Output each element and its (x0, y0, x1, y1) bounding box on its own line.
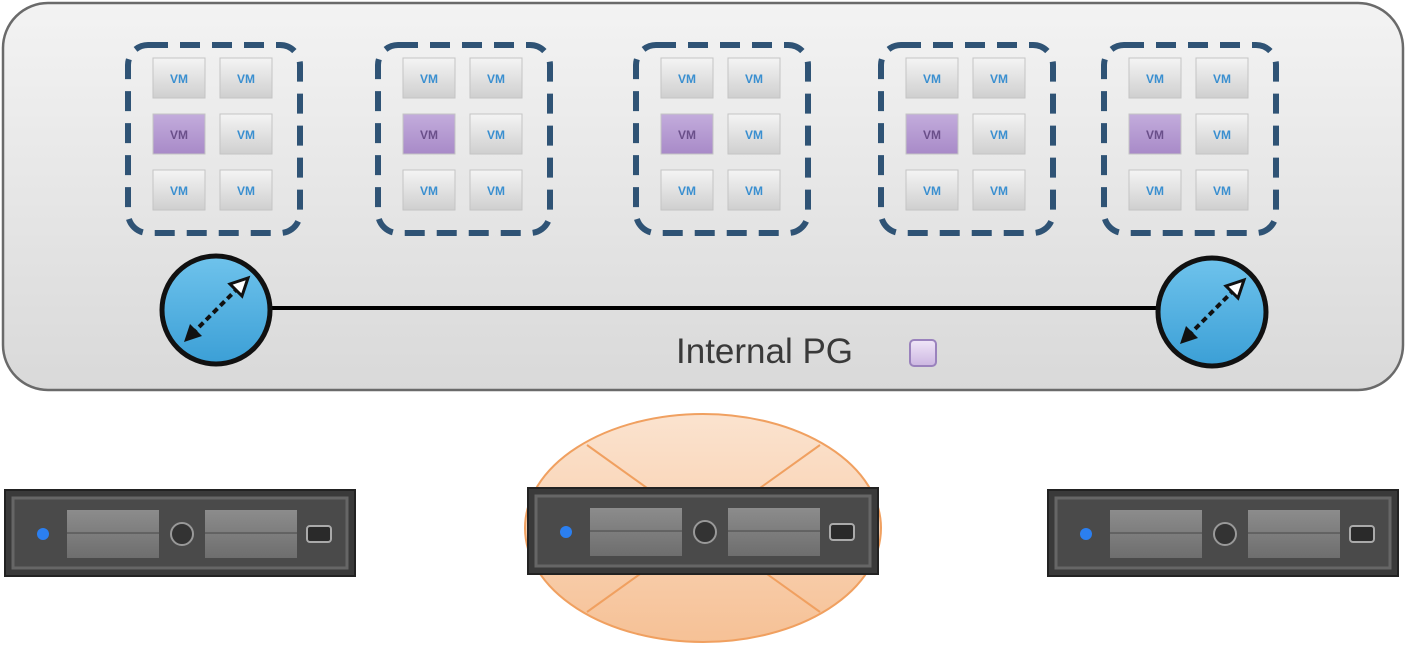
vm-label: VM (745, 128, 763, 142)
vm-tile[interactable]: VM (402, 169, 456, 211)
vm-tile[interactable]: VM (1195, 113, 1249, 155)
vm-label: VM (678, 128, 696, 142)
vm-label: VM (990, 184, 1008, 198)
vm-label: VM (170, 72, 188, 86)
physical-server-icon[interactable] (527, 487, 879, 575)
vm-label: VM (420, 72, 438, 86)
vm-label: VM (1146, 184, 1164, 198)
vm-label: VM (678, 184, 696, 198)
vm-tile[interactable]: VM (469, 113, 523, 155)
host-group-border (125, 42, 303, 236)
vm-tile[interactable]: VM (1195, 169, 1249, 211)
vm-tile[interactable]: VM (469, 57, 523, 99)
host-group: VM VM VM VM VM VM (125, 42, 303, 236)
vm-tile[interactable]: VM (402, 57, 456, 99)
vm-label: VM (237, 128, 255, 142)
vm-label: VM (990, 128, 1008, 142)
vm-tile[interactable]: VM (660, 169, 714, 211)
vm-label: VM (487, 128, 505, 142)
vm-tile[interactable]: VM (219, 113, 273, 155)
vm-label: VM (1146, 128, 1164, 142)
vm-label: VM (1146, 72, 1164, 86)
internal-pg-label: Internal PG (676, 332, 854, 371)
vm-tile[interactable]: VM (1195, 57, 1249, 99)
vm-label: VM (1213, 184, 1231, 198)
physical-server-icon[interactable] (4, 489, 356, 577)
vm-tile[interactable]: VM (972, 57, 1026, 99)
vm-label: VM (923, 128, 941, 142)
host-group-border (633, 42, 811, 236)
vm-label: VM (170, 184, 188, 198)
vm-label: VM (1213, 128, 1231, 142)
vm-tile-internal[interactable]: VM (1128, 113, 1182, 155)
host-group-border (375, 42, 553, 236)
vm-tile[interactable]: VM (905, 57, 959, 99)
host-group: VM VM VM VM VM VM (878, 42, 1056, 236)
vm-tile[interactable]: VM (1128, 57, 1182, 99)
uplink-port-icon[interactable] (1155, 255, 1269, 369)
vm-label: VM (678, 72, 696, 86)
vm-tile[interactable]: VM (660, 57, 714, 99)
vm-label: VM (745, 184, 763, 198)
vm-label: VM (487, 184, 505, 198)
vm-label: VM (1213, 72, 1231, 86)
vm-tile[interactable]: VM (727, 169, 781, 211)
vm-tile[interactable]: VM (219, 169, 273, 211)
vm-label: VM (237, 72, 255, 86)
vm-label: VM (170, 128, 188, 142)
vm-tile[interactable]: VM (727, 57, 781, 99)
vm-tile-internal[interactable]: VM (152, 113, 206, 155)
host-group-border (1101, 42, 1279, 236)
uplink-port-icon[interactable] (159, 253, 273, 367)
vm-tile[interactable]: VM (905, 169, 959, 211)
vm-tile-internal[interactable]: VM (905, 113, 959, 155)
vm-label: VM (923, 184, 941, 198)
physical-server-icon[interactable] (1047, 489, 1399, 577)
host-group: VM VM VM VM VM VM (1101, 42, 1279, 236)
vm-label: VM (237, 184, 255, 198)
vm-label: VM (745, 72, 763, 86)
vm-label: VM (420, 128, 438, 142)
vm-tile[interactable]: VM (152, 169, 206, 211)
vm-tile[interactable]: VM (727, 113, 781, 155)
internal-pg-swatch (909, 339, 937, 367)
host-group-border (878, 42, 1056, 236)
vm-tile[interactable]: VM (972, 169, 1026, 211)
vm-tile[interactable]: VM (469, 169, 523, 211)
vm-tile[interactable]: VM (219, 57, 273, 99)
vm-tile[interactable]: VM (152, 57, 206, 99)
vm-tile-internal[interactable]: VM (402, 113, 456, 155)
vm-tile[interactable]: VM (972, 113, 1026, 155)
vm-label: VM (923, 72, 941, 86)
vm-tile[interactable]: VM (1128, 169, 1182, 211)
vm-label: VM (990, 72, 1008, 86)
vm-label: VM (487, 72, 505, 86)
host-group: VM VM VM VM VM VM (375, 42, 553, 236)
vm-tile-internal[interactable]: VM (660, 113, 714, 155)
host-group: VM VM VM VM VM VM (633, 42, 811, 236)
vm-label: VM (420, 184, 438, 198)
